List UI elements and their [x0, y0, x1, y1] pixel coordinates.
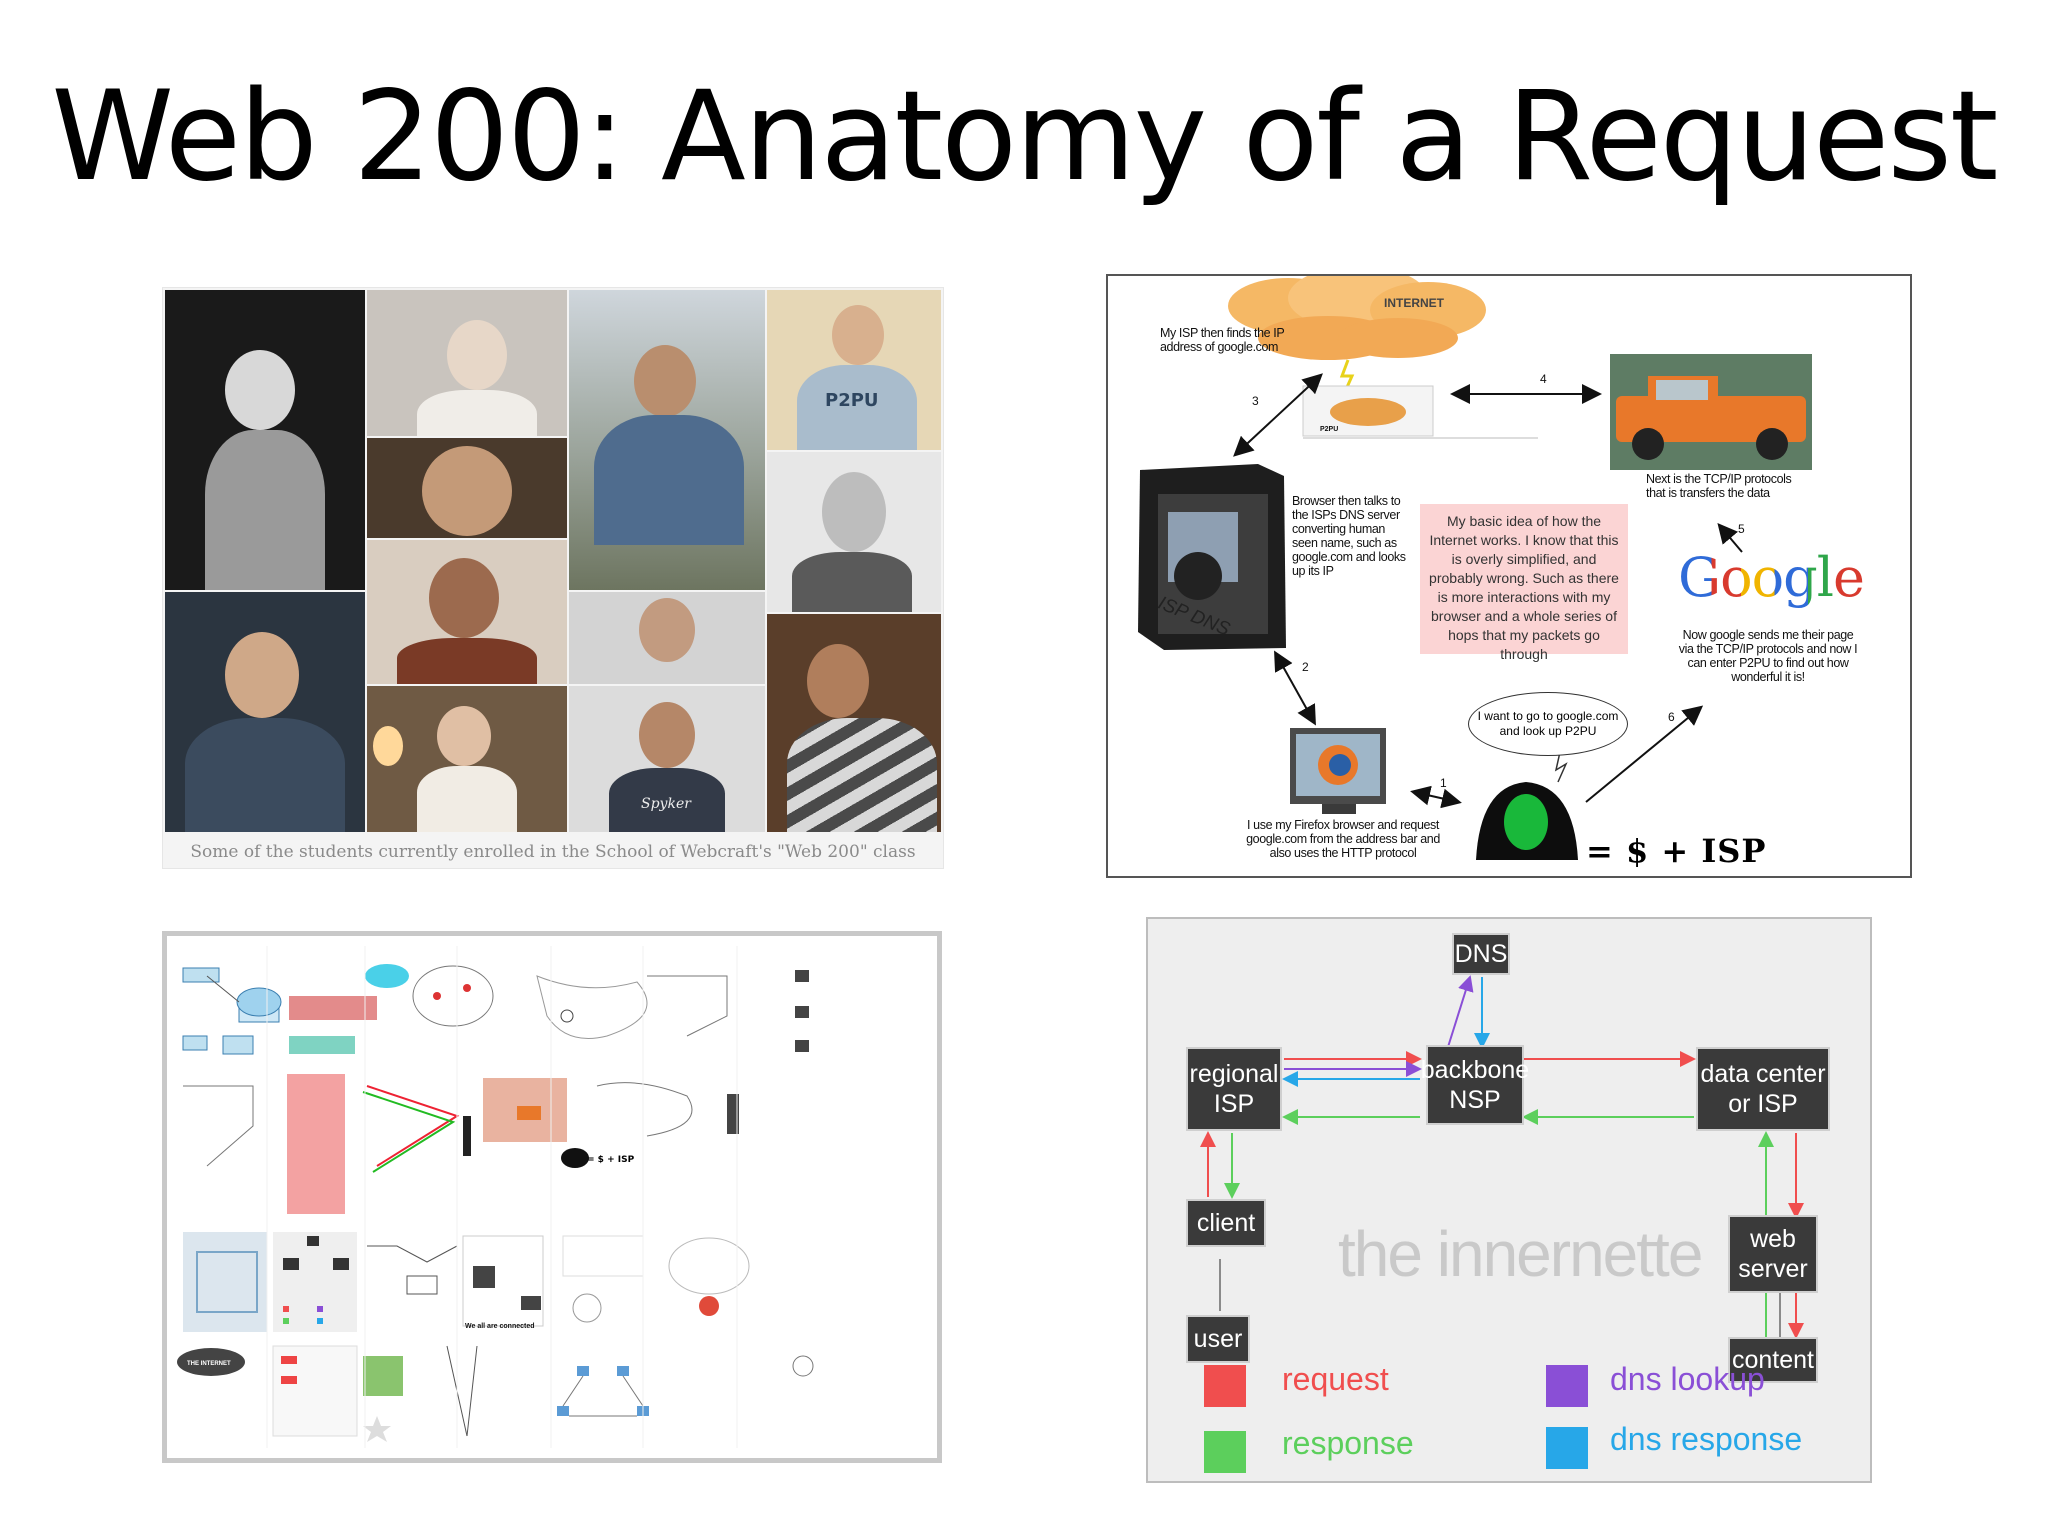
student-photo-collage: P2PU Spyker Some of the students current… — [162, 287, 944, 869]
step-4: 4 — [1540, 372, 1547, 386]
node-backbone-nsp: backbone NSP — [1421, 1045, 1529, 1125]
legend-response-swatch — [1204, 1431, 1246, 1473]
student-photo — [767, 452, 941, 612]
google-logo: Google — [1678, 546, 1865, 609]
node-regional-isp: regional ISP — [1186, 1047, 1282, 1131]
slide-title: Web 200: Anatomy of a Request — [51, 65, 1998, 209]
thumb-flowchart — [182, 967, 282, 1055]
thumb-network-sketch — [536, 975, 648, 1039]
thumb-label-internet: THE INTERNET — [187, 1361, 231, 1367]
node-data-center: data center or ISP — [1696, 1047, 1830, 1131]
internet-label: INTERNET — [1384, 296, 1444, 310]
p2pu-small-label: P2PU — [1320, 426, 1339, 433]
student-photo: Spyker — [569, 686, 765, 832]
money-plus-isp-equation: = $ + ISP — [1586, 832, 1767, 870]
tcp-ip-note: Next is the TCP/IP protocols that is tra… — [1646, 472, 1792, 500]
step-5: 5 — [1738, 522, 1745, 536]
student-photo — [367, 686, 567, 832]
legend-request-swatch — [1204, 1365, 1246, 1407]
innernette-diagram: the innernette DNS regional ISP ba — [1146, 917, 1872, 1483]
step-3: 3 — [1252, 394, 1259, 408]
node-client: client — [1186, 1199, 1266, 1247]
diagram-arrows — [1138, 276, 1812, 860]
thumb-money-equation: = $ + ISP — [587, 1155, 635, 1165]
student-photo — [165, 290, 365, 590]
student-photo: P2PU — [767, 290, 941, 450]
student-photo — [367, 540, 567, 684]
node-web-server: web server — [1728, 1215, 1818, 1293]
thumb-connected-sketch — [462, 1235, 544, 1327]
node-dns: DNS — [1452, 933, 1510, 975]
legend-dns-response-swatch — [1546, 1427, 1588, 1469]
student-photo — [165, 592, 365, 832]
shirt-text: P2PU — [825, 390, 879, 411]
google-sends-note: Now google sends me their page via the T… — [1678, 628, 1858, 684]
step-2: 2 — [1302, 660, 1309, 674]
collage-caption: Some of the students currently enrolled … — [190, 842, 916, 862]
firefox-monitor — [1290, 728, 1386, 814]
thumb-label-connected: We all are connected — [465, 1323, 535, 1330]
isp-request-diagram: INTERNET My ISP then finds the IP addres… — [1106, 274, 1912, 878]
student-photo — [569, 290, 765, 590]
firefox-note: I use my Firefox browser and request goo… — [1246, 818, 1440, 860]
legend-request-label: request — [1282, 1361, 1389, 1397]
thumb-map — [289, 996, 377, 1020]
internet-cloud — [1228, 276, 1486, 360]
basic-idea-note: My basic idea of how the Internet works.… — [1420, 504, 1628, 662]
node-user: user — [1186, 1315, 1250, 1363]
lightning-bolt — [1339, 359, 1355, 395]
speech-bubble: I want to go to google.com and look up P… — [1468, 692, 1628, 756]
step-1: 1 — [1440, 776, 1447, 790]
innernette-flow-arrows — [1200, 975, 1804, 1339]
legend-dns-lookup-swatch — [1546, 1365, 1588, 1407]
legend-response-label: response — [1282, 1425, 1414, 1461]
student-photo — [767, 614, 941, 832]
step-6: 6 — [1668, 710, 1675, 724]
thumb-innernette-mini — [273, 1232, 357, 1332]
diagram-thumbnails-grid: = $ + ISP We all are connected THE INTER… — [162, 931, 942, 1463]
google-logo-text: Google — [1678, 546, 1865, 609]
innernette-watermark: the innernette — [1338, 1218, 1703, 1290]
shirt-text: Spyker — [641, 796, 691, 812]
student-photo — [367, 290, 567, 436]
student-photo — [569, 592, 765, 684]
node-content: content — [1728, 1337, 1818, 1383]
browser-talks-note: Browser then talks to the ISPs DNS serve… — [1292, 494, 1406, 578]
isp-finds-ip-note: My ISP then finds the IP address of goog… — [1160, 326, 1285, 354]
thumb-blueprint — [183, 1232, 267, 1332]
thumb-cloud-sketch — [412, 965, 494, 1027]
orange-truck — [1610, 354, 1812, 470]
dns-server-tower — [1138, 464, 1286, 650]
thumb-pink-document — [287, 1074, 345, 1214]
thumbnail-sketches: = $ + ISP We all are connected THE INTER… — [177, 946, 814, 1448]
hooded-user — [1476, 782, 1578, 860]
legend-dns-response-label: dns response — [1610, 1421, 1803, 1457]
student-photo — [367, 438, 567, 538]
legend-dns-lookup-label: dns lookup — [1610, 1361, 1765, 1397]
